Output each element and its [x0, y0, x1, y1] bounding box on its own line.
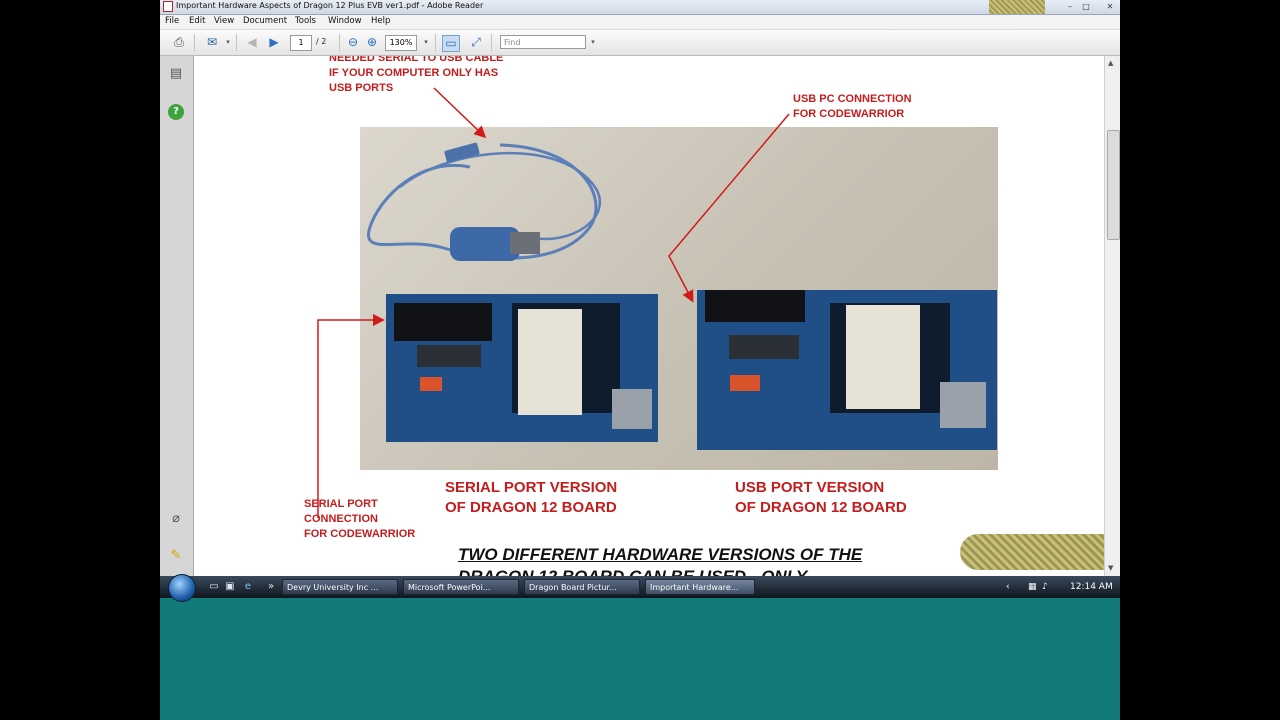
page-total: / 2 [316, 37, 327, 46]
network-icon[interactable]: ▦ [1028, 582, 1037, 592]
find-input[interactable]: Find [500, 35, 586, 49]
heading-line: DRAGON 12 BOARD CAN BE USED - ONLY [458, 566, 862, 576]
quicklaunch-overflow-icon[interactable]: » [267, 581, 275, 592]
zoom-dropdown-icon[interactable]: ▾ [424, 38, 428, 46]
title-bar: Important Hardware Aspects of Dragon 12 … [160, 0, 1120, 15]
page-number-input[interactable]: 1 [290, 35, 312, 51]
menu-edit[interactable]: Edit [189, 16, 206, 26]
usb-port-version-label: USB PORT VERSION OF DRAGON 12 BOARD [735, 478, 907, 518]
show-desktop-icon[interactable]: ▭ [209, 581, 219, 592]
menu-tools[interactable]: Tools [295, 16, 316, 26]
note-line: NEEDED SERIAL TO USB CABLE [329, 56, 504, 64]
comments-icon[interactable]: ✎ [170, 548, 182, 563]
navigation-panel: ▤ ? ⌀ ✎ [160, 56, 194, 576]
serial-port-version-label: SERIAL PORT VERSION OF DRAGON 12 BOARD [445, 478, 617, 518]
vertical-scrollbar[interactable]: ▲ ▼ [1104, 56, 1120, 576]
volume-icon[interactable]: ♪ [1042, 582, 1048, 592]
zoom-out-icon[interactable]: ⊖ [347, 35, 359, 49]
internet-explorer-icon[interactable]: e [244, 581, 252, 592]
note-line: CONNECTION [304, 513, 378, 525]
task-dragon-board-pictures[interactable]: Dragon Board Pictur... [524, 579, 640, 595]
share-icon[interactable]: ✉ [206, 35, 218, 49]
menu-view[interactable]: View [214, 16, 235, 26]
minimize-button[interactable]: – [1068, 2, 1072, 11]
boards-illustration [366, 142, 997, 450]
toolbar-separator [194, 34, 195, 51]
document-view[interactable]: NEEDED SERIAL TO USB CABLE IF YOUR COMPU… [194, 56, 1104, 576]
task-important-hardware[interactable]: Important Hardware... [645, 579, 755, 595]
toolbar-separator [339, 34, 340, 51]
menu-window[interactable]: Window [328, 16, 362, 26]
switch-windows-icon[interactable]: ▣ [225, 581, 235, 592]
task-powerpoint[interactable]: Microsoft PowerPoi... [403, 579, 519, 595]
start-button[interactable] [168, 574, 196, 602]
fit-width-icon[interactable]: ▭ [442, 35, 460, 52]
decorative-pattern [960, 534, 1104, 570]
note-line: USB PORTS [329, 82, 394, 94]
tray-expand-icon[interactable]: ‹ [1006, 582, 1010, 592]
find-dropdown-icon[interactable]: ▾ [591, 38, 595, 46]
clock[interactable]: 12:14 AM [1070, 582, 1113, 592]
annotation-arrows [317, 87, 790, 518]
note-line: FOR CODEWARRIOR [793, 108, 905, 120]
menu-document[interactable]: Document [243, 16, 288, 26]
fit-page-icon[interactable]: ⤢ [471, 35, 481, 49]
note-line: SERIAL PORT [304, 498, 378, 510]
pages-icon[interactable]: ▤ [169, 66, 183, 81]
serial-port-connection-note: SERIAL PORT CONNECTION FOR CODEWARRIOR [304, 497, 415, 542]
menu-help[interactable]: Help [371, 16, 391, 26]
menu-bar: File Edit View Document Tools Window Hel… [160, 15, 1120, 30]
toolbar-separator [491, 34, 492, 51]
zoom-in-icon[interactable]: ⊕ [366, 35, 378, 49]
close-button[interactable]: ✕ [1106, 2, 1114, 11]
scroll-down-icon[interactable]: ▼ [1108, 564, 1114, 572]
screen: Important Hardware Aspects of Dragon 12 … [160, 0, 1120, 720]
title-bar-pattern [989, 0, 1045, 14]
pdf-app-icon [163, 1, 173, 12]
window-title: Important Hardware Aspects of Dragon 12 … [176, 1, 484, 10]
heading-line: TWO DIFFERENT HARDWARE VERSIONS OF THE [458, 545, 863, 564]
serial-usb-cable-note: NEEDED SERIAL TO USB CABLE IF YOUR COMPU… [329, 56, 503, 96]
maximize-button[interactable]: □ [1082, 2, 1090, 11]
next-page-icon[interactable]: ▶ [269, 35, 279, 49]
share-dropdown-icon[interactable]: ▾ [226, 38, 230, 46]
note-line: USB PC CONNECTION [793, 93, 912, 105]
toolbar: ⎙ ✉ ▾ ◀ ▶ 1 / 2 ⊖ ⊕ 130% ▾ ▭ ⤢ Find ▾ [160, 30, 1120, 56]
label-line: SERIAL PORT VERSION [445, 479, 618, 496]
system-tray: ‹ ▦ ♪ 12:14 AM [1006, 579, 1118, 595]
print-icon[interactable]: ⎙ [174, 35, 184, 49]
zoom-level-input[interactable]: 130% [385, 35, 417, 51]
toolbar-separator [435, 34, 436, 51]
note-line: FOR CODEWARRIOR [304, 528, 416, 540]
taskbar: ▭ ▣ e » Devry University Inc ... Microso… [160, 574, 1120, 602]
dragon-boards-photo [360, 127, 998, 470]
menu-file[interactable]: File [165, 16, 180, 26]
note-line: IF YOUR COMPUTER ONLY HAS [329, 67, 499, 79]
scroll-up-icon[interactable]: ▲ [1108, 59, 1114, 67]
label-line: OF DRAGON 12 BOARD [445, 499, 617, 516]
help-icon[interactable]: ? [168, 104, 184, 120]
task-devry-university[interactable]: Devry University Inc ... [282, 579, 398, 595]
label-line: OF DRAGON 12 BOARD [735, 499, 907, 516]
page-heading: TWO DIFFERENT HARDWARE VERSIONS OF THE D… [458, 544, 862, 576]
toolbar-separator [236, 34, 237, 51]
attachments-icon[interactable]: ⌀ [172, 511, 180, 526]
previous-page-icon[interactable]: ◀ [247, 35, 257, 49]
usb-pc-connection-note: USB PC CONNECTION FOR CODEWARRIOR [793, 92, 912, 122]
label-line: USB PORT VERSION [735, 479, 885, 496]
scroll-thumb[interactable] [1107, 130, 1120, 240]
